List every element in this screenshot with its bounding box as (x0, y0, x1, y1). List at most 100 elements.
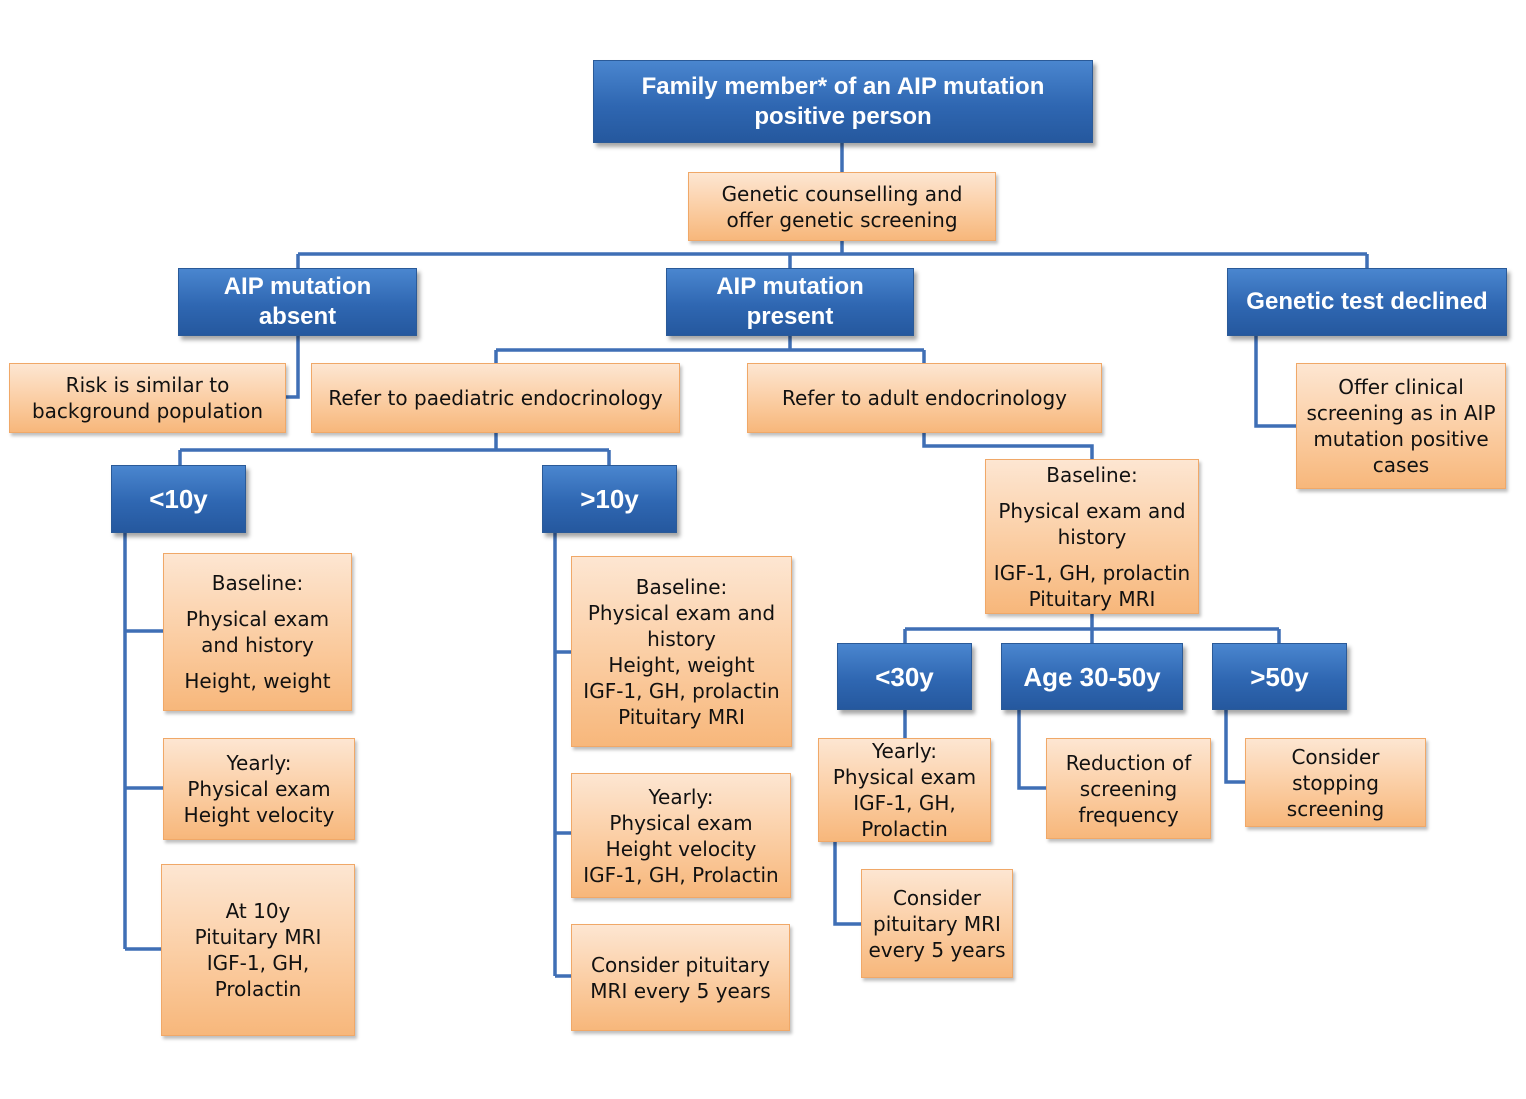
under30-yearly-l2: IGF-1, GH, (853, 791, 956, 815)
over-10y-label: >10y (580, 484, 639, 514)
stopping-l3: screening (1286, 796, 1385, 821)
paediatric-referral-box: Refer to paediatric endocrinology (311, 363, 680, 433)
offer-clinical-screening-box: Offer clinical screening as in AIP mutat… (1296, 363, 1506, 489)
at10y-l4: Prolactin (214, 977, 302, 1001)
risk-line1: Risk is similar to (65, 373, 230, 397)
aip-absent-line2: absent (258, 303, 337, 330)
under10-baseline-heading: Baseline: (211, 571, 304, 595)
declined-label: Genetic test declined (1246, 288, 1488, 315)
adult-baseline-l1: Physical exam and (998, 498, 1186, 523)
over10-baseline-box: Baseline: Physical exam and history Heig… (571, 556, 792, 747)
stopping-l1: Consider (1291, 744, 1380, 769)
reduction-l1: Reduction of (1065, 750, 1192, 775)
reduction-frequency-box: Reduction of screening frequency (1046, 738, 1211, 839)
adult-baseline-l4: Pituitary MRI (1028, 586, 1156, 611)
over-50y-label: >50y (1250, 661, 1309, 692)
under10-yearly-heading: Yearly: (226, 751, 292, 775)
under30-mri-l3: every 5 years (868, 937, 1006, 962)
stopping-l2: stopping (1292, 770, 1379, 795)
offer-line2: screening as in AIP (1306, 401, 1496, 425)
family-member-line1: Family member* of an AIP mutation (641, 72, 1045, 100)
offer-line4: cases (1372, 453, 1430, 477)
under-10y-box: <10y (111, 465, 246, 533)
aip-present-box: AIP mutation present (666, 268, 914, 336)
over-50y-box: >50y (1212, 643, 1347, 710)
over10-baseline-l3: Height, weight (608, 652, 755, 677)
over10-baseline-l2: history (647, 626, 716, 651)
connector-under10-branch (123, 533, 163, 951)
paediatric-label: Refer to paediatric endocrinology (328, 386, 663, 410)
over10-mri-l2: MRI every 5 years (590, 978, 771, 1003)
under30-mri-l1: Consider (892, 885, 982, 910)
under10-baseline-l2: and history (201, 633, 314, 657)
under-30y-box: <30y (837, 643, 972, 710)
over10-baseline-l5: Pituitary MRI (618, 704, 745, 729)
adult-label: Refer to adult endocrinology (782, 386, 1067, 410)
age-30-50y-box: Age 30-50y (1001, 643, 1183, 710)
connector-over50-branch (1224, 710, 1245, 784)
aip-present-line1: AIP mutation (716, 273, 864, 300)
adult-baseline-box: Baseline: Physical exam and history IGF-… (985, 459, 1199, 614)
connector-present-to-referrals (494, 336, 926, 363)
connector-age30-50-branch (1017, 710, 1046, 790)
adult-baseline-heading: Baseline: (1046, 462, 1138, 487)
adult-baseline-l3: IGF-1, GH, prolactin (993, 560, 1191, 585)
under30-yearly-l1: Physical exam (832, 765, 977, 789)
under10-at10y-box: At 10y Pituitary MRI IGF-1, GH, Prolacti… (161, 864, 355, 1036)
offer-line1: Offer clinical (1338, 375, 1464, 399)
counselling-line2: offer genetic screening (726, 207, 958, 232)
connector-absent-to-risk (286, 336, 300, 399)
family-member-box: Family member* of an AIP mutation positi… (593, 60, 1093, 143)
under30-mri-box: Consider pituitary MRI every 5 years (861, 869, 1013, 978)
risk-similar-box: Risk is similar to background population (9, 363, 286, 433)
age-30-50y-label: Age 30-50y (1023, 661, 1161, 692)
connector-baseline-to-adult-ages (903, 614, 1281, 643)
over10-mri-l1: Consider pituitary (591, 952, 770, 977)
counselling-line1: Genetic counselling and (721, 181, 963, 206)
connector-under30-branch (833, 710, 907, 926)
under10-baseline-l1: Physical exam (185, 607, 330, 631)
genetic-counselling-box: Genetic counselling and offer genetic sc… (688, 172, 996, 241)
under10-yearly-l1: Physical exam (187, 777, 331, 801)
genetic-test-declined-box: Genetic test declined (1227, 268, 1507, 336)
under10-yearly-l2: Height velocity (183, 803, 335, 827)
at10y-l3: IGF-1, GH, (206, 951, 310, 975)
reduction-l3: frequency (1078, 802, 1179, 827)
connector-declined-to-offer (1254, 336, 1296, 428)
under10-baseline-box: Baseline: Physical exam and history Heig… (163, 553, 352, 711)
reduction-l2: screening (1079, 776, 1178, 801)
under-10y-label: <10y (149, 484, 208, 514)
at10y-l1: At 10y (225, 899, 291, 923)
under30-yearly-box: Yearly: Physical exam IGF-1, GH, Prolact… (818, 738, 991, 842)
aip-absent-line1: AIP mutation (223, 273, 372, 300)
over10-yearly-box: Yearly: Physical exam Height velocity IG… (571, 773, 791, 898)
offer-line3: mutation positive (1313, 427, 1489, 451)
connector-paediatric-to-ages (178, 433, 611, 465)
under10-yearly-box: Yearly: Physical exam Height velocity (163, 738, 355, 840)
connector-counselling-to-branches (296, 241, 1369, 268)
aip-absent-box: AIP mutation absent (178, 268, 417, 336)
over10-yearly-heading: Yearly: (648, 784, 714, 809)
adult-referral-box: Refer to adult endocrinology (747, 363, 1102, 433)
under30-yearly-l3: Prolactin (861, 817, 948, 841)
adult-baseline-l2: history (1057, 524, 1127, 549)
connector-over10-branch (553, 533, 571, 978)
under-30y-label: <30y (875, 661, 934, 692)
over10-yearly-l3: IGF-1, GH, Prolactin (583, 862, 779, 887)
over10-mri-box: Consider pituitary MRI every 5 years (571, 924, 790, 1031)
risk-line2: background population (31, 399, 264, 423)
connector-adult-to-baseline (922, 433, 1094, 459)
over10-baseline-l4: IGF-1, GH, prolactin (583, 678, 780, 703)
aip-present-line2: present (746, 303, 834, 330)
over-10y-box: >10y (542, 465, 677, 533)
over10-baseline-heading: Baseline: (635, 574, 728, 599)
under30-yearly-heading: Yearly: (871, 739, 938, 763)
family-member-line2: positive person (754, 102, 932, 130)
consider-stopping-box: Consider stopping screening (1245, 738, 1426, 827)
over10-baseline-l1: Physical exam and (587, 600, 776, 625)
at10y-l2: Pituitary MRI (194, 925, 322, 949)
over10-yearly-l2: Height velocity (605, 836, 757, 861)
under30-mri-l2: pituitary MRI (873, 911, 1001, 936)
